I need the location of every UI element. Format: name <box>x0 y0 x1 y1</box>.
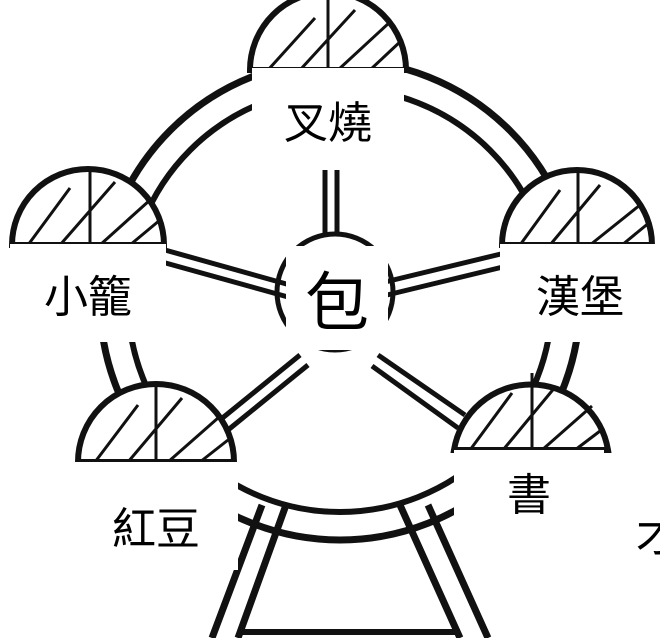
edge-text-fragment: 才 <box>636 500 660 560</box>
cabin-label-top-text: 叉燒 <box>284 87 372 151</box>
cabin-label-right: 漢堡 <box>500 244 660 342</box>
cabin-dome-bottom-right <box>454 373 608 450</box>
hub-label: 包 <box>286 246 388 350</box>
cabin-dome-left <box>12 169 164 245</box>
cabin-dome-right <box>502 170 652 245</box>
cabin-label-right-text: 漢堡 <box>536 261 624 325</box>
hub-character: 包 <box>305 252 369 344</box>
cabin-label-bottom-left-text: 紅豆 <box>112 493 200 557</box>
cabin-label-left-text: 小籠 <box>44 261 132 325</box>
cabin-dome-bottom-left <box>78 384 234 462</box>
cabin-label-left: 小籠 <box>10 244 166 342</box>
cabin-label-bottom-right-text: 書 <box>507 459 551 523</box>
cabin-label-bottom-right: 書 <box>454 450 604 550</box>
cabin-label-bottom-left: 紅豆 <box>74 462 238 570</box>
cabin-dome-top <box>250 0 406 70</box>
cabin-label-top: 叉燒 <box>252 68 404 170</box>
